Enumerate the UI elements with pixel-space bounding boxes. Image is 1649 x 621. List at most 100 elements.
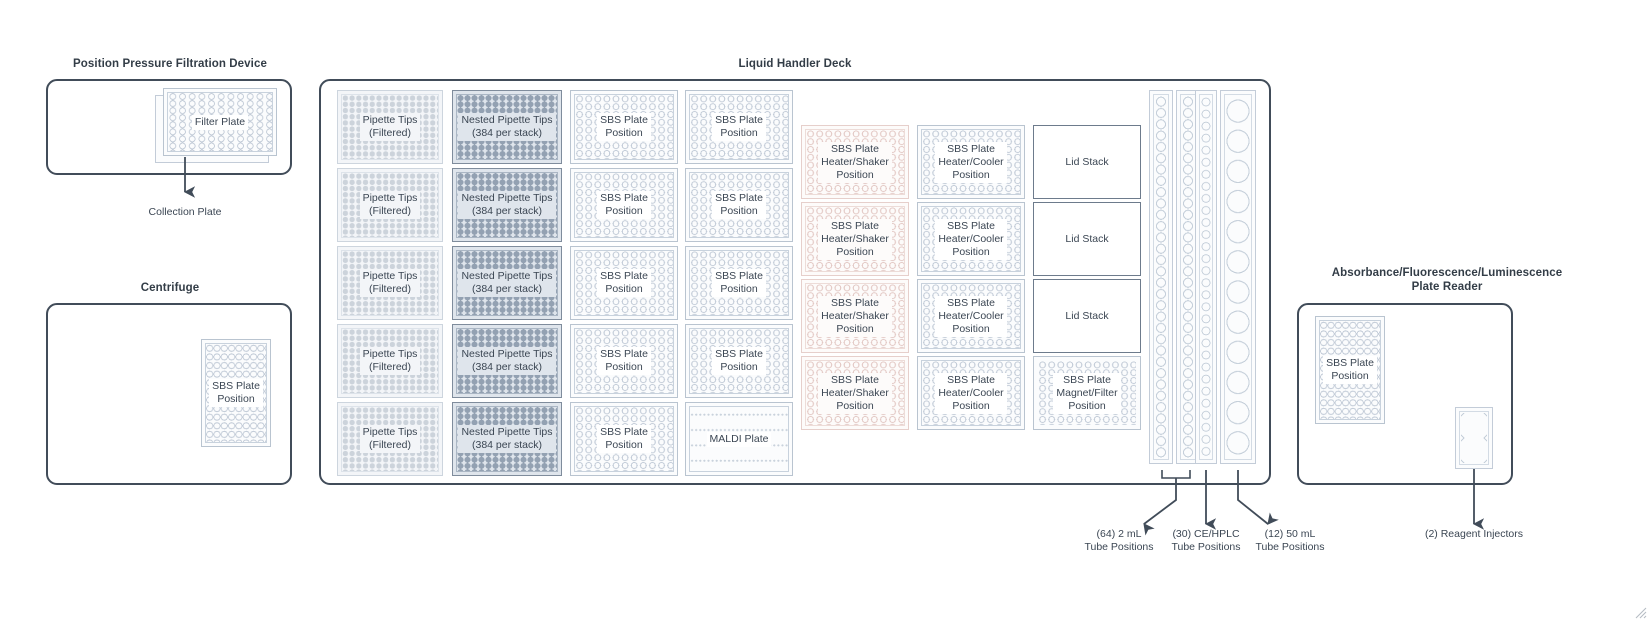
lid-stack-3[interactable]: Lid Stack bbox=[1033, 279, 1141, 353]
nested-tip-box-label-4: Nested Pipette Tips (384 per stack) bbox=[458, 347, 556, 375]
tube-rack-2ml-a-holes bbox=[1155, 96, 1167, 458]
sbs-plate-b-2[interactable]: SBS Plate Position bbox=[685, 168, 793, 242]
sbs-plate-b-5[interactable]: MALDI Plate bbox=[685, 402, 793, 476]
sbs-plate-a-inner-5 bbox=[574, 406, 674, 472]
reagent-injector-block[interactable] bbox=[1455, 407, 1493, 469]
nested-tip-box-5[interactable]: Nested Pipette Tips (384 per stack) bbox=[452, 402, 562, 476]
plate-reader-sbs-plate[interactable]: SBS Plate Position bbox=[1315, 316, 1385, 424]
lid-stack-2[interactable]: Lid Stack bbox=[1033, 202, 1141, 276]
nested-tip-box-label-5: Nested Pipette Tips (384 per stack) bbox=[458, 425, 556, 453]
tube-rack-50ml-holes bbox=[1226, 96, 1250, 458]
heater-shaker-position-inner-3 bbox=[805, 283, 905, 349]
sbs-plate-a-3[interactable]: SBS Plate Position bbox=[570, 246, 678, 320]
heater-cooler-position-3[interactable]: SBS Plate Heater/Cooler Position bbox=[917, 279, 1025, 353]
heater-cooler-position-inner-2 bbox=[921, 206, 1021, 272]
sbs-plate-a-inner-2 bbox=[574, 172, 674, 238]
rack-caption-50ml: (12) 50 mL Tube Positions bbox=[1255, 528, 1325, 553]
pipette-tip-box-label-1: Pipette Tips (Filtered) bbox=[359, 113, 421, 141]
pipette-tip-box-4[interactable]: Pipette Tips (Filtered) bbox=[337, 324, 443, 398]
heater-shaker-position-1[interactable]: SBS Plate Heater/Shaker Position bbox=[801, 125, 909, 199]
sbs-plate-b-label-3: SBS Plate Position bbox=[712, 269, 766, 297]
heater-shaker-position-label-2: SBS Plate Heater/Shaker Position bbox=[818, 218, 892, 260]
sbs-plate-a-5[interactable]: SBS Plate Position bbox=[570, 402, 678, 476]
lid-stack-label-4: SBS Plate Magnet/Filter Position bbox=[1053, 372, 1121, 414]
filter-plate-label: Filter Plate bbox=[191, 114, 249, 130]
plate-reader-title: Absorbance/Fluorescence/Luminescence Pla… bbox=[1331, 267, 1563, 293]
sbs-plate-a-inner-1 bbox=[574, 94, 674, 160]
heater-shaker-position-label-4: SBS Plate Heater/Shaker Position bbox=[818, 372, 892, 414]
pipette-tip-box-3[interactable]: Pipette Tips (Filtered) bbox=[337, 246, 443, 320]
tube-rack-2ml-b-holes bbox=[1182, 96, 1194, 458]
sbs-plate-b-label-5: MALDI Plate bbox=[706, 431, 772, 447]
pipette-tip-box-inner-2 bbox=[341, 172, 439, 238]
sbs-plate-a-label-2: SBS Plate Position bbox=[597, 191, 651, 219]
sbs-plate-a-label-5: SBS Plate Position bbox=[597, 425, 651, 453]
sbs-plate-b-inner-1 bbox=[689, 94, 789, 160]
pipette-tip-box-2[interactable]: Pipette Tips (Filtered) bbox=[337, 168, 443, 242]
tube-rack-2ml-a-inner bbox=[1153, 94, 1169, 460]
sbs-plate-b-inner-5 bbox=[689, 406, 789, 472]
nested-tip-box-2[interactable]: Nested Pipette Tips (384 per stack) bbox=[452, 168, 562, 242]
pipette-tip-box-label-2: Pipette Tips (Filtered) bbox=[359, 191, 421, 219]
lid-stack-label-2: Lid Stack bbox=[1065, 232, 1109, 245]
heater-shaker-position-2[interactable]: SBS Plate Heater/Shaker Position bbox=[801, 202, 909, 276]
heater-cooler-position-2[interactable]: SBS Plate Heater/Cooler Position bbox=[917, 202, 1025, 276]
nested-tip-box-label-3: Nested Pipette Tips (384 per stack) bbox=[458, 269, 556, 297]
tube-rack-hplc-holes bbox=[1201, 96, 1211, 458]
heater-cooler-position-4[interactable]: SBS Plate Heater/Cooler Position bbox=[917, 356, 1025, 430]
heater-cooler-position-inner-4 bbox=[921, 360, 1021, 426]
pipette-tip-box-inner-5 bbox=[341, 406, 439, 472]
nested-tip-box-1[interactable]: Nested Pipette Tips (384 per stack) bbox=[452, 90, 562, 164]
centrifuge-sbs-plate[interactable]: SBS Plate Position bbox=[201, 339, 271, 447]
pipette-tip-box-label-4: Pipette Tips (Filtered) bbox=[359, 347, 421, 375]
rack-caption-hplc: (30) CE/HPLC Tube Positions bbox=[1171, 528, 1241, 553]
reagent-injector-caption: (2) Reagent Injectors bbox=[1424, 528, 1524, 540]
centrifuge-plate-inner bbox=[205, 343, 267, 443]
nested-tip-box-4[interactable]: Nested Pipette Tips (384 per stack) bbox=[452, 324, 562, 398]
filter-plate[interactable]: Filter Plate bbox=[163, 88, 277, 156]
pipette-tip-box-5[interactable]: Pipette Tips (Filtered) bbox=[337, 402, 443, 476]
lid-stack-label-3: Lid Stack bbox=[1065, 309, 1109, 322]
tube-rack-2ml-a[interactable] bbox=[1149, 90, 1173, 464]
sbs-plate-b-label-1: SBS Plate Position bbox=[712, 113, 766, 141]
filtration-title: Position Pressure Filtration Device bbox=[73, 58, 267, 70]
nested-tip-box-inner-4 bbox=[456, 328, 558, 394]
tube-rack-hplc[interactable] bbox=[1195, 90, 1217, 464]
deck-title: Liquid Handler Deck bbox=[738, 58, 852, 70]
nested-tip-box-inner-3 bbox=[456, 250, 558, 316]
sbs-plate-a-label-3: SBS Plate Position bbox=[597, 269, 651, 297]
pipette-tip-box-1[interactable]: Pipette Tips (Filtered) bbox=[337, 90, 443, 164]
plate-reader-plate-inner bbox=[1319, 320, 1381, 420]
tube-rack-50ml-inner bbox=[1224, 94, 1252, 460]
nested-tip-box-inner-1 bbox=[456, 94, 558, 160]
heater-cooler-position-1[interactable]: SBS Plate Heater/Cooler Position bbox=[917, 125, 1025, 199]
sbs-plate-b-1[interactable]: SBS Plate Position bbox=[685, 90, 793, 164]
sbs-plate-a-1[interactable]: SBS Plate Position bbox=[570, 90, 678, 164]
lid-stack-1[interactable]: Lid Stack bbox=[1033, 125, 1141, 199]
sbs-plate-a-2[interactable]: SBS Plate Position bbox=[570, 168, 678, 242]
nested-tip-box-3[interactable]: Nested Pipette Tips (384 per stack) bbox=[452, 246, 562, 320]
resize-grip-icon[interactable] bbox=[1633, 605, 1647, 619]
sbs-plate-b-4[interactable]: SBS Plate Position bbox=[685, 324, 793, 398]
sbs-plate-a-4[interactable]: SBS Plate Position bbox=[570, 324, 678, 398]
sbs-plate-b-3[interactable]: SBS Plate Position bbox=[685, 246, 793, 320]
nested-tip-box-inner-2 bbox=[456, 172, 558, 238]
plate-reader-plate-label: SBS Plate Position bbox=[1323, 356, 1377, 384]
heater-shaker-position-3[interactable]: SBS Plate Heater/Shaker Position bbox=[801, 279, 909, 353]
heater-shaker-position-label-3: SBS Plate Heater/Shaker Position bbox=[818, 295, 892, 337]
reagent-injector-holes bbox=[1461, 413, 1487, 463]
pipette-tip-box-inner-1 bbox=[341, 94, 439, 160]
sbs-plate-b-inner-2 bbox=[689, 172, 789, 238]
sbs-plate-a-label-1: SBS Plate Position bbox=[597, 113, 651, 141]
tube-rack-50ml[interactable] bbox=[1220, 90, 1256, 464]
lid-stack-4[interactable]: SBS Plate Magnet/Filter Position bbox=[1033, 356, 1141, 430]
reagent-injector-inner bbox=[1459, 411, 1489, 465]
sbs-plate-a-inner-4 bbox=[574, 328, 674, 394]
sbs-plate-b-label-4: SBS Plate Position bbox=[712, 347, 766, 375]
collection-plate-caption: Collection Plate bbox=[148, 206, 222, 218]
pipette-tip-box-label-5: Pipette Tips (Filtered) bbox=[359, 425, 421, 453]
sbs-plate-b-inner-4 bbox=[689, 328, 789, 394]
lid-stack-label-1: Lid Stack bbox=[1065, 155, 1109, 168]
heater-shaker-position-4[interactable]: SBS Plate Heater/Shaker Position bbox=[801, 356, 909, 430]
